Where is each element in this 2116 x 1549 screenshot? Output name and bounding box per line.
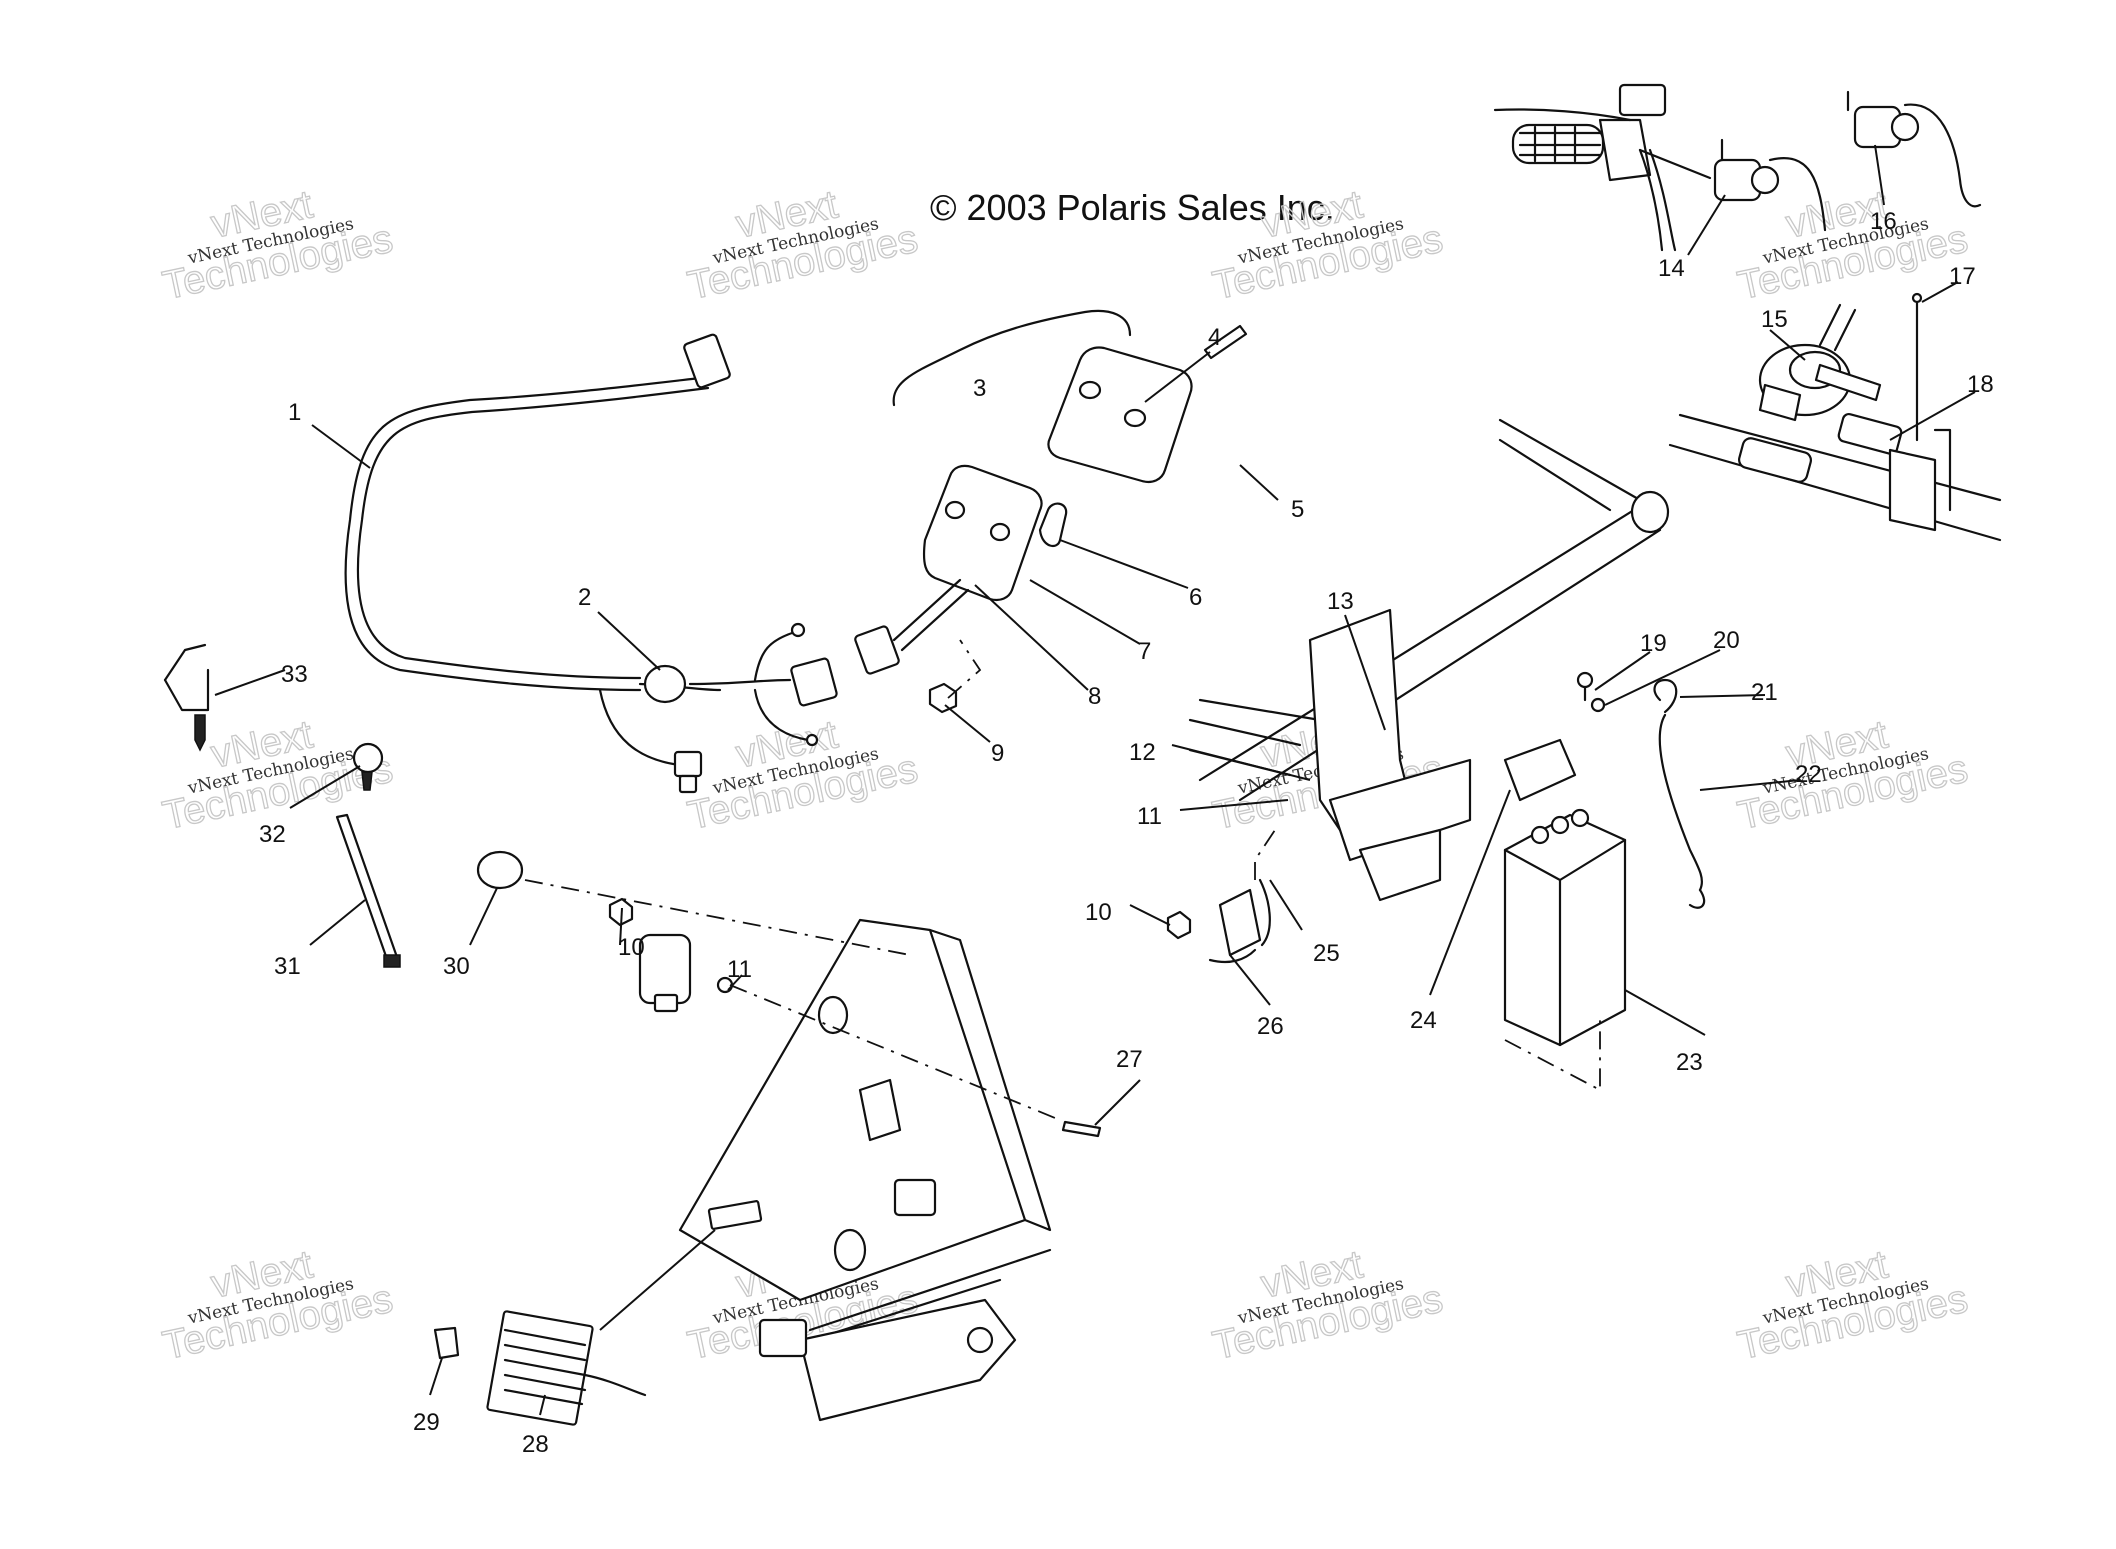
master-cylinder-icon xyxy=(1618,83,1667,117)
connector-icon xyxy=(678,774,698,794)
callout-20[interactable]: 20 xyxy=(1713,627,1740,654)
callout-17[interactable]: 17 xyxy=(1949,263,1976,290)
ignition-coil-icon xyxy=(638,933,692,1005)
callout-1[interactable]: 1 xyxy=(288,399,301,426)
watermark: vNext vNext Technologies Technologies xyxy=(1733,1242,1972,1369)
callout-13[interactable]: 13 xyxy=(1327,588,1354,615)
callout-19[interactable]: 19 xyxy=(1640,630,1667,657)
callout-5[interactable]: 5 xyxy=(1291,496,1304,523)
callout-31[interactable]: 31 xyxy=(274,953,301,980)
callout-30[interactable]: 30 xyxy=(443,953,470,980)
battery-icon xyxy=(1503,813,1627,1047)
callout-4[interactable]: 4 xyxy=(1208,324,1221,351)
socket-icon xyxy=(854,625,900,675)
pad-icon xyxy=(1837,412,1903,456)
callout-10-lower[interactable]: 10 xyxy=(618,934,645,961)
callout-6[interactable]: 6 xyxy=(1189,584,1202,611)
bracket-icon xyxy=(858,1078,902,1142)
connector-icon xyxy=(683,333,731,389)
callout-28[interactable]: 28 xyxy=(522,1431,549,1458)
connector-icon xyxy=(673,750,703,778)
terminal-icon xyxy=(790,622,806,638)
callout-18[interactable]: 18 xyxy=(1967,371,1994,398)
taillight-lens-icon xyxy=(1047,346,1193,484)
callout-11-lower[interactable]: 11 xyxy=(727,956,752,983)
part-wire-harness xyxy=(344,333,838,794)
callout-29[interactable]: 29 xyxy=(413,1409,440,1436)
watermark: vNext vNext Technologies Technologies xyxy=(1208,1242,1447,1369)
callout-26[interactable]: 26 xyxy=(1257,1013,1284,1040)
callout-7[interactable]: 7 xyxy=(1138,638,1151,665)
callout-11[interactable]: 11 xyxy=(1137,803,1162,830)
part-left-clips xyxy=(163,643,401,968)
cable-tie-icon xyxy=(335,813,400,964)
clip-icon xyxy=(476,850,524,890)
nut-icon xyxy=(928,682,958,714)
callout-25[interactable]: 25 xyxy=(1313,940,1340,967)
watermark-grid: vNext vNext Technologies Technologies vN… xyxy=(158,182,1972,1369)
connector-icon xyxy=(790,657,838,707)
mounting-plate-icon xyxy=(678,918,1027,1302)
watermark: vNext vNext Technologies Technologies xyxy=(683,182,922,309)
callout-2[interactable]: 2 xyxy=(578,584,591,611)
watermark: vNext vNext Technologies Technologies xyxy=(1733,712,1972,839)
terminal-icon xyxy=(805,733,819,747)
part-frame xyxy=(1166,418,1670,964)
callout-22[interactable]: 22 xyxy=(1795,761,1822,788)
callout-12[interactable]: 12 xyxy=(1129,739,1156,766)
callout-9[interactable]: 9 xyxy=(991,740,1004,767)
callout-23[interactable]: 23 xyxy=(1676,1049,1703,1076)
screw-icon xyxy=(433,1326,460,1360)
ignition-switch-icon xyxy=(643,664,687,704)
part-handlebar xyxy=(1493,83,1982,252)
callout-3[interactable]: 3 xyxy=(973,375,986,402)
callouts: 1 2 3 4 5 6 7 8 9 10 11 12 13 14 15 16 1… xyxy=(259,208,1994,1458)
part-horn xyxy=(1668,292,2002,542)
part-taillight xyxy=(854,309,1248,714)
regulator-icon xyxy=(486,1310,594,1426)
watermark: vNext vNext Technologies Technologies xyxy=(683,712,922,839)
watermark: vNext vNext Technologies Technologies xyxy=(158,1242,397,1369)
hook-icon xyxy=(1653,678,1678,714)
callout-33[interactable]: 33 xyxy=(281,661,308,688)
callout-14[interactable]: 14 xyxy=(1658,255,1685,282)
nut-icon xyxy=(1166,910,1192,940)
callout-24[interactable]: 24 xyxy=(1410,1007,1437,1034)
callout-27[interactable]: 27 xyxy=(1116,1046,1143,1073)
part-battery xyxy=(1503,671,1706,1092)
watermark: vNext vNext Technologies Technologies xyxy=(158,182,397,309)
bracket-3 xyxy=(892,309,1132,407)
leader-lines xyxy=(214,144,1976,1416)
taillight-housing-icon xyxy=(922,464,1043,602)
part-mounting-plate xyxy=(433,850,1102,1426)
callout-15[interactable]: 15 xyxy=(1761,306,1788,333)
bulb-icon xyxy=(1038,502,1068,548)
callout-8[interactable]: 8 xyxy=(1088,683,1101,710)
screw-icon xyxy=(1203,324,1248,360)
battery-pad-icon xyxy=(1503,738,1577,802)
bracket-icon xyxy=(1888,448,1937,532)
callout-21[interactable]: 21 xyxy=(1751,679,1778,706)
screw-icon xyxy=(1061,1120,1102,1138)
clip-33-icon xyxy=(163,643,207,682)
callout-32[interactable]: 32 xyxy=(259,821,286,848)
copyright-title: © 2003 Polaris Sales Inc. xyxy=(930,187,1335,228)
callout-10[interactable]: 10 xyxy=(1085,899,1112,926)
callout-16[interactable]: 16 xyxy=(1870,208,1897,235)
relay-icon xyxy=(1218,888,1262,957)
